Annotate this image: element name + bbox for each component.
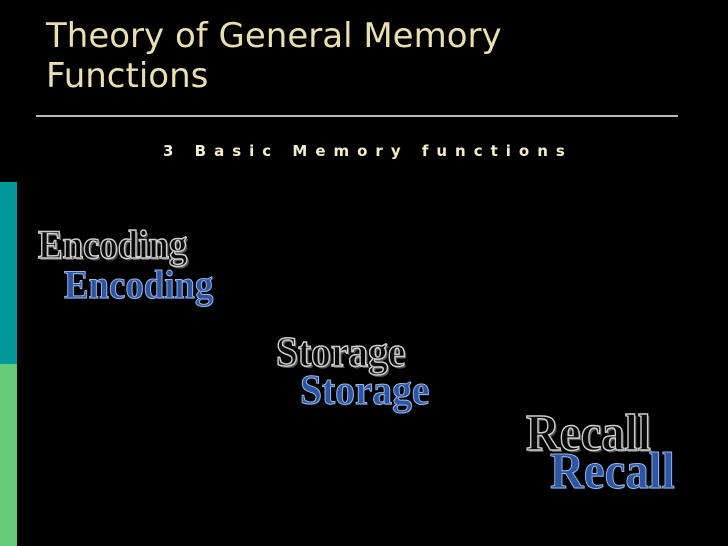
left-accent-bar-bottom <box>0 364 17 546</box>
wordart-encoding-outline: Encoding <box>37 222 188 267</box>
wordart-storage-outline: Storage <box>275 330 406 376</box>
wordart-recall-outline: Recall <box>525 405 651 462</box>
wordart-storage-filled: Storage <box>300 368 430 414</box>
slide-subtitle: 3 Basic Memory functions <box>163 142 573 160</box>
title-divider <box>36 115 678 117</box>
wordart-recall-filled: Recall <box>550 443 676 500</box>
left-accent-bar-top <box>0 0 17 182</box>
wordart-encoding-filled: Encoding <box>64 262 214 307</box>
left-accent-bar-middle <box>0 182 17 364</box>
slide-title: Theory of General Memory Functions <box>46 16 502 96</box>
